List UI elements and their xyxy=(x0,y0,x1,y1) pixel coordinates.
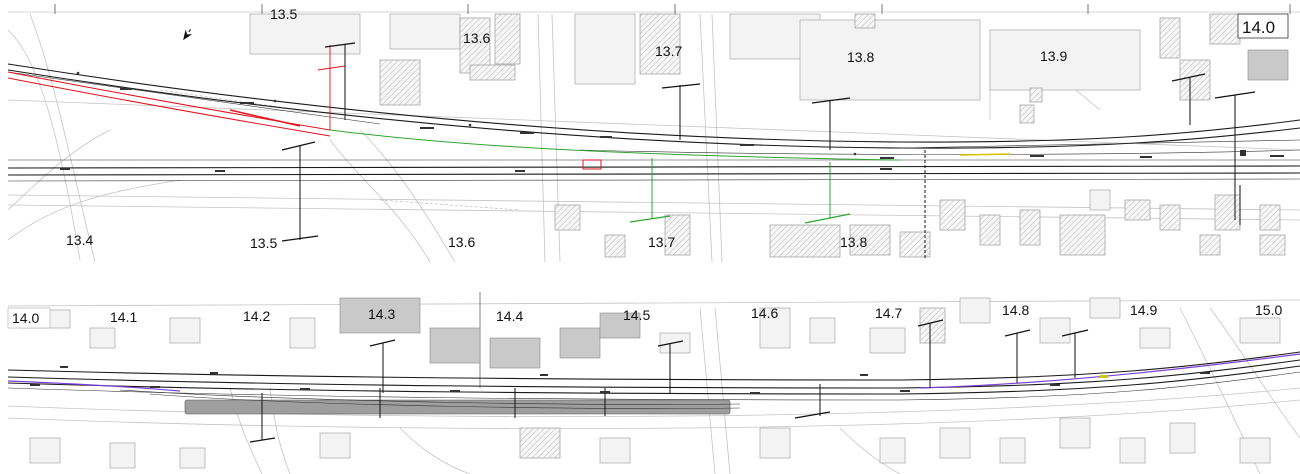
red-alignment xyxy=(7,45,602,170)
km-label: 14.7 xyxy=(875,305,902,321)
km-label: 13.6 xyxy=(463,30,490,46)
catenary-poles-bottom xyxy=(249,319,1089,443)
annotation-marks-top xyxy=(60,71,1284,172)
purple-alignment xyxy=(7,353,1300,392)
km-label: 13.4 xyxy=(66,232,93,248)
catenary-poles-top xyxy=(281,42,1256,260)
railway-tracks-bottom xyxy=(7,351,1300,409)
km-label: 13.7 xyxy=(648,234,675,250)
km-box xyxy=(1237,13,1289,39)
annotation-marks-bottom xyxy=(30,366,1210,394)
km-label: 14.6 xyxy=(751,305,778,321)
km-label: 14.1 xyxy=(110,309,137,325)
km-label: 13.8 xyxy=(847,49,874,65)
yellow-markers xyxy=(1100,375,1108,378)
km-label: 13.7 xyxy=(655,43,682,59)
frame-ticks xyxy=(8,4,1300,14)
bottom-map-panel: 14.0 14.1 14.2 14.3 14.4 14.5 14.6 14.7 … xyxy=(0,288,1300,474)
station-platform xyxy=(184,399,731,415)
km-label: 14.8 xyxy=(1002,302,1029,318)
km-label: 13.9 xyxy=(1040,48,1067,64)
km-label: 14.0 xyxy=(12,310,39,326)
km-box xyxy=(7,307,51,329)
north-arrow-icon xyxy=(183,29,193,41)
buildings-top xyxy=(249,13,1289,258)
km-label-boxed: 14.0 xyxy=(1242,18,1275,37)
km-label: 13.5 xyxy=(250,235,277,251)
buildings-bottom xyxy=(19,297,1281,469)
km-label: 13.5 xyxy=(270,6,297,22)
bottom-map-svg: 14.0 14.1 14.2 14.3 14.4 14.5 14.6 14.7 … xyxy=(7,292,1300,474)
road-network-bottom xyxy=(7,292,1300,474)
green-alignment xyxy=(329,129,901,224)
km-label: 14.5 xyxy=(623,307,650,323)
railway-tracks-top xyxy=(7,63,1300,182)
top-map-svg: 13.5 13.6 13.7 13.8 13.9 14.0 13.4 13.5 … xyxy=(7,4,1300,262)
km-label: 15.0 xyxy=(1255,302,1282,318)
km-label: 14.4 xyxy=(496,308,523,324)
km-label: 13.6 xyxy=(448,234,475,250)
km-label: 14.2 xyxy=(243,308,270,324)
top-map-panel: 13.5 13.6 13.7 13.8 13.9 14.0 13.4 13.5 … xyxy=(7,4,1300,262)
km-label: 13.8 xyxy=(840,234,867,250)
km-label: 14.3 xyxy=(368,306,395,322)
km-label: 14.9 xyxy=(1130,302,1157,318)
yellow-segment xyxy=(959,153,1011,156)
